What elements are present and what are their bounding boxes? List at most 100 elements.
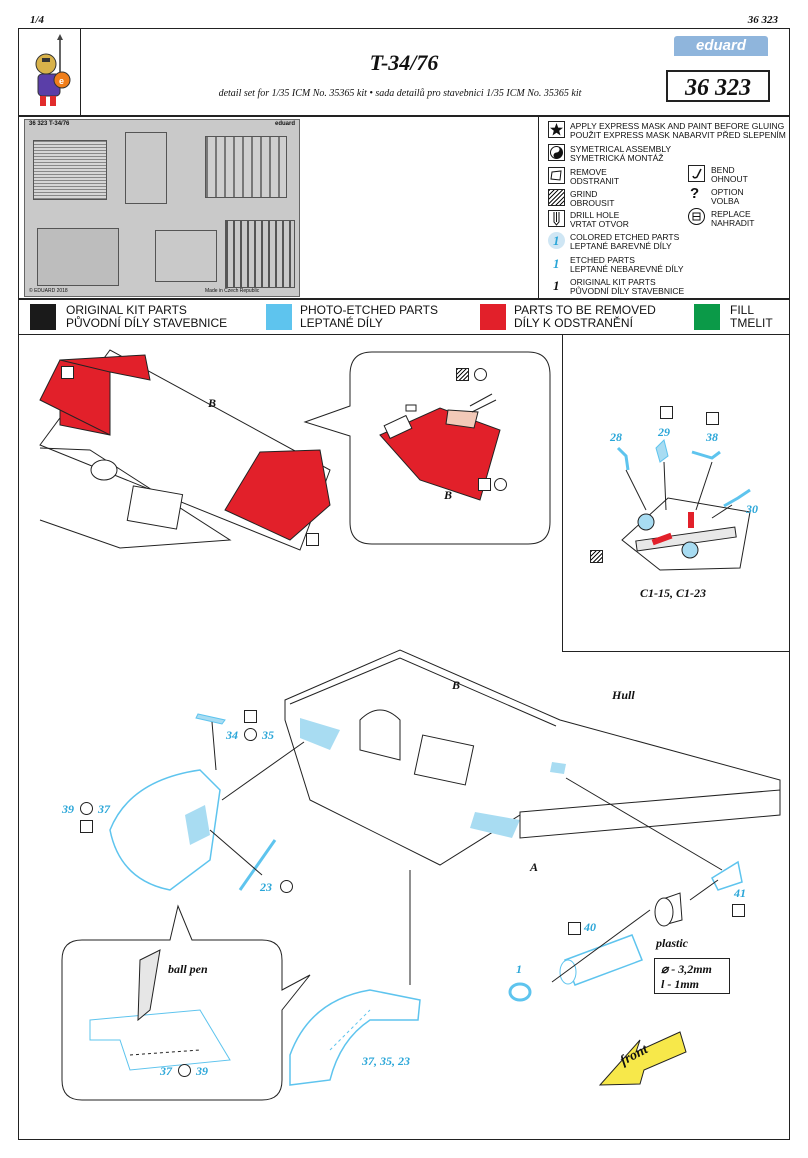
swatch-kit-parts bbox=[30, 304, 56, 330]
page-title: T-34/76 bbox=[369, 50, 439, 75]
bend-icon bbox=[80, 820, 93, 833]
label-b-hull: B bbox=[452, 678, 461, 692]
part-37: 37 bbox=[98, 802, 110, 816]
length-label: l - 1mm bbox=[661, 977, 699, 991]
knight-mascot-logo: e bbox=[35, 34, 71, 106]
swatch-etched-parts bbox=[266, 304, 292, 330]
fret-made-in: Made in Czech Republic bbox=[205, 288, 260, 294]
bend-icon bbox=[688, 165, 705, 182]
option-icon: ? bbox=[690, 185, 700, 202]
assembly-drawing bbox=[39, 349, 781, 1101]
svg-text:e: e bbox=[59, 76, 64, 86]
yin-yang-icon bbox=[178, 1064, 191, 1077]
header-divider bbox=[80, 28, 81, 116]
kit-part-number: 1 bbox=[553, 278, 560, 293]
part-1: 1 bbox=[516, 962, 522, 976]
part-39-detail: 39 bbox=[196, 1064, 208, 1078]
fret-panel-bottom bbox=[155, 230, 217, 282]
fret-grille bbox=[33, 140, 107, 200]
diameter-label: ⌀ - 3,2mm bbox=[661, 962, 712, 976]
yin-yang-icon bbox=[80, 802, 93, 815]
part-23: 23 bbox=[260, 880, 272, 894]
inset-divider-horizontal bbox=[562, 651, 790, 652]
fret-strips bbox=[225, 220, 295, 288]
set-code: 36 323 bbox=[747, 14, 778, 26]
c-parts-label: C1-15, C1-23 bbox=[640, 586, 706, 600]
bend-icon bbox=[660, 406, 673, 419]
color-key-bar bbox=[18, 299, 790, 335]
fret-panel-right bbox=[205, 136, 287, 198]
header-box bbox=[18, 28, 790, 116]
label-b-callout: B bbox=[444, 488, 453, 502]
ball-pen-label: ball pen bbox=[168, 962, 208, 976]
part-41: 41 bbox=[734, 886, 746, 900]
drill-icon bbox=[548, 210, 565, 227]
part-28: 28 bbox=[610, 430, 622, 444]
part-39: 39 bbox=[62, 802, 74, 816]
part-35: 35 bbox=[262, 728, 274, 742]
remove-icon bbox=[306, 533, 319, 546]
set-number-box: 36 323 bbox=[666, 70, 770, 102]
plastic-label: plastic bbox=[656, 936, 688, 950]
page-subtitle: detail set for 1/35 ICM No. 35365 kit • … bbox=[218, 88, 582, 99]
label-b-fender: B bbox=[208, 396, 217, 410]
grind-icon bbox=[548, 189, 565, 206]
part-40: 40 bbox=[584, 920, 596, 934]
fret-copyright: © EDUARD 2018 bbox=[29, 288, 68, 294]
fret-label-left: 36 323 T-34/76 bbox=[29, 121, 70, 127]
part-30: 30 bbox=[746, 502, 758, 516]
hull-label: Hull bbox=[612, 688, 635, 702]
dimension-box: ⌀ - 3,2mm l - 1mm bbox=[654, 958, 730, 994]
yin-yang-icon bbox=[494, 478, 507, 491]
swatch-remove-parts bbox=[480, 304, 506, 330]
fret-panel-center bbox=[125, 132, 167, 204]
part-29: 29 bbox=[658, 425, 670, 439]
yin-yang-icon bbox=[280, 880, 293, 893]
label-a: A bbox=[530, 860, 539, 874]
part-37-detail: 37 bbox=[160, 1064, 172, 1078]
bend-icon bbox=[244, 710, 257, 723]
legend-mask: APPLY EXPRESS MASK AND PAINT BEFORE GLUI… bbox=[570, 121, 786, 140]
replace-icon bbox=[688, 208, 705, 225]
fret-image: 36 323 T-34/76 eduard © EDUARD 2018 Made… bbox=[24, 119, 300, 297]
yin-yang-icon bbox=[548, 144, 565, 161]
remove-icon bbox=[478, 478, 491, 491]
legend-box bbox=[18, 116, 790, 299]
fret-panel-large bbox=[37, 228, 119, 286]
bend-icon bbox=[706, 412, 719, 425]
colored-part-number: 1 bbox=[553, 233, 560, 248]
fret-label-right: eduard bbox=[274, 121, 295, 127]
brand-logo: eduard bbox=[674, 36, 768, 56]
part-38: 38 bbox=[706, 430, 718, 444]
bend-icon bbox=[568, 922, 581, 935]
inset-divider-vertical bbox=[562, 335, 563, 651]
yin-yang-icon bbox=[244, 728, 257, 741]
parts-combo: 37, 35, 23 bbox=[362, 1054, 410, 1068]
grind-icon bbox=[590, 550, 603, 563]
etched-part-number: 1 bbox=[553, 256, 560, 271]
swatch-fill bbox=[694, 304, 720, 330]
remove-icon bbox=[548, 167, 565, 184]
remove-icon bbox=[61, 366, 74, 379]
bend-icon bbox=[732, 904, 745, 917]
grind-icon bbox=[456, 368, 469, 381]
legend-divider bbox=[538, 116, 539, 299]
page-number: 1/4 bbox=[30, 14, 45, 26]
colored-part-icon bbox=[548, 232, 565, 249]
yin-yang-icon bbox=[474, 368, 487, 381]
star-icon bbox=[548, 121, 565, 138]
